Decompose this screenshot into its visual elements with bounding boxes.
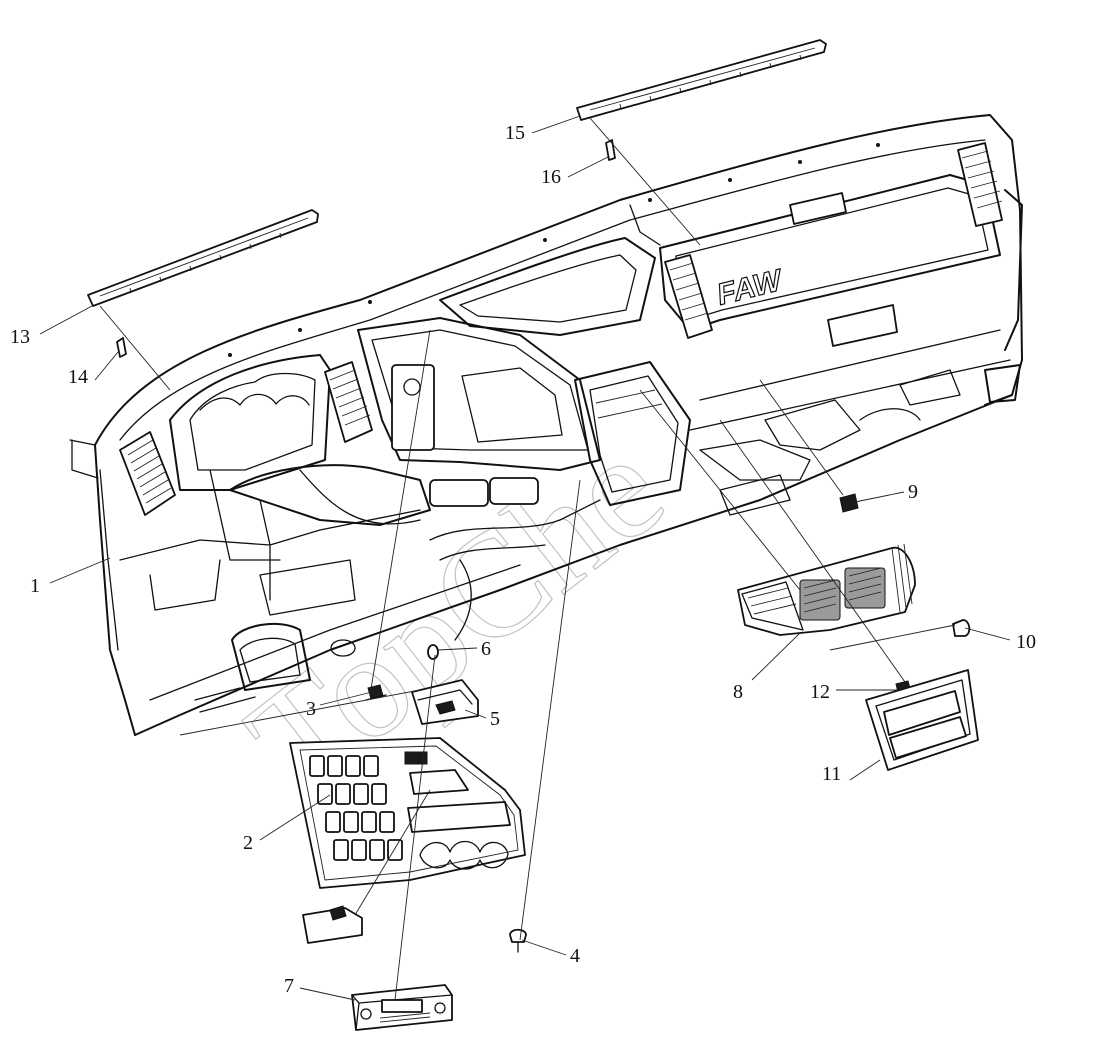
- right-center-air-vent: [664, 254, 713, 339]
- label-1: 1: [30, 575, 40, 597]
- part-11-cup-holder: [865, 669, 979, 771]
- leader-lines: [39, 115, 1011, 1001]
- label-6: 6: [481, 638, 491, 660]
- label-13: 13: [10, 326, 30, 348]
- switch-module-box: [302, 905, 363, 944]
- part-number-labels: 1 2 3 4 5 6 7 8 9 10 11 12 13 14 15 16: [10, 122, 1036, 997]
- label-2: 2: [243, 832, 253, 854]
- upper-storage-tray: [439, 237, 656, 336]
- label-5: 5: [490, 708, 500, 730]
- left-air-vent: [119, 431, 176, 516]
- label-14: 14: [68, 366, 88, 388]
- glove-box: FAW: [659, 174, 1001, 347]
- label-12: 12: [810, 681, 830, 703]
- part-8-center-vent-assembly: [737, 543, 916, 636]
- label-3: 3: [306, 698, 316, 720]
- dashboard-body: FAW: [69, 114, 1023, 736]
- part-7-radio: [351, 984, 453, 1031]
- part-13-left-defroster-strip: [87, 209, 319, 307]
- part-2-switch-panel: [289, 737, 526, 889]
- part-10-fastener: [952, 619, 971, 637]
- instrument-cluster-hood: [169, 354, 331, 491]
- lower-framework: [119, 329, 1011, 713]
- label-15: 15: [505, 122, 525, 144]
- part-14-clip: [116, 337, 127, 358]
- dash-fastener-dots: [228, 143, 880, 357]
- label-7: 7: [284, 975, 294, 997]
- label-10: 10: [1016, 631, 1036, 653]
- label-16: 16: [541, 166, 561, 188]
- part-3-clip: [365, 684, 387, 701]
- faw-emblem: FAW: [714, 263, 788, 311]
- label-8: 8: [733, 681, 743, 703]
- label-4: 4: [570, 945, 580, 967]
- right-end-air-vent: [957, 142, 1003, 227]
- part-9-clip: [839, 493, 859, 513]
- part-15-right-defroster-strip: [576, 39, 827, 121]
- label-11: 11: [822, 763, 841, 785]
- switch-blanks: [309, 755, 403, 861]
- part-6-clip: [427, 644, 439, 660]
- label-9: 9: [908, 481, 918, 503]
- center-left-air-vent: [324, 361, 373, 443]
- radio-opening: [574, 361, 691, 506]
